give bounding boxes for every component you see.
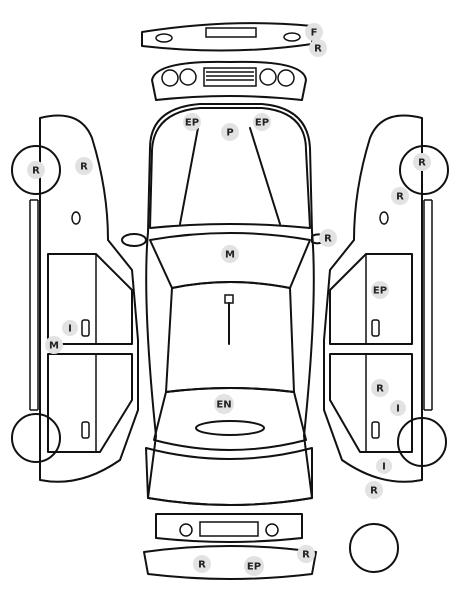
badge-right-rear-door-r[interactable]: R [371, 379, 389, 397]
badge-front-bumper-r[interactable]: R [309, 39, 327, 57]
badge-right-rear-wheel-r[interactable]: R [365, 481, 383, 499]
left-mirror[interactable] [121, 233, 147, 247]
badge-label: R [302, 550, 310, 561]
left-rear-wheel[interactable] [11, 413, 61, 463]
left-front-door[interactable] [47, 253, 133, 345]
badge-label: R [370, 486, 378, 497]
rear-fascia[interactable] [155, 513, 303, 543]
badge-label: EP [255, 118, 269, 129]
badge-rear-bumper-ep[interactable]: EP [244, 556, 264, 576]
front-bumper[interactable] [141, 22, 313, 52]
badge-right-fender-r[interactable]: R [391, 187, 409, 205]
badge-left-front-wheel-r[interactable]: R [27, 161, 45, 179]
badge-label: EP [185, 118, 199, 129]
left-side-body [29, 114, 139, 483]
badge-right-mirror-r[interactable]: R [319, 229, 337, 247]
right-rear-door[interactable] [329, 353, 413, 453]
right-side-body [323, 114, 433, 483]
badge-hood-p[interactable]: P [221, 123, 239, 141]
badge-label: M [225, 250, 235, 261]
roof[interactable] [165, 281, 295, 393]
badge-label: R [80, 162, 88, 173]
badge-label: P [226, 128, 233, 139]
rear-deck[interactable] [145, 447, 313, 506]
front-grille[interactable] [151, 60, 307, 101]
badge-label: I [68, 324, 72, 335]
badge-label: R [198, 560, 206, 571]
car-body-top-view [145, 103, 315, 506]
left-fuel-cap[interactable] [71, 211, 81, 225]
right-front-wheel[interactable] [399, 145, 449, 195]
badge-hood-ep-right[interactable]: EP [253, 113, 271, 131]
badge-label: M [49, 341, 59, 352]
badge-label: EN [216, 400, 231, 411]
badge-front-bumper-f[interactable]: F [305, 23, 323, 41]
badge-trunk-en[interactable]: EN [214, 394, 234, 414]
right-fuel-cap[interactable] [379, 211, 389, 225]
badge-left-sill-m[interactable]: M [45, 336, 63, 354]
hood[interactable] [149, 107, 311, 229]
left-rear-door[interactable] [47, 353, 133, 453]
badge-label: R [324, 234, 332, 245]
badge-label: I [382, 462, 386, 473]
badge-hood-ep-left[interactable]: EP [183, 113, 201, 131]
badge-windshield-m[interactable]: M [221, 245, 239, 263]
badge-rear-bumper-r-right[interactable]: R [297, 545, 315, 563]
badge-label: R [418, 158, 426, 169]
badge-label: I [396, 404, 400, 415]
badge-label: EP [247, 562, 261, 573]
badge-label: R [396, 192, 404, 203]
badge-label: EP [373, 286, 387, 297]
badge-label: R [376, 384, 384, 395]
badge-right-front-wheel-r[interactable]: R [413, 153, 431, 171]
trunk[interactable] [153, 387, 307, 451]
badge-label: R [32, 166, 40, 177]
badge-label: F [311, 28, 318, 39]
badge-right-rear-door-i[interactable]: I [390, 400, 406, 416]
right-rear-wheel[interactable] [397, 417, 447, 467]
badge-rear-bumper-r-left[interactable]: R [193, 555, 211, 573]
badge-right-front-door-ep[interactable]: EP [371, 281, 389, 299]
badge-left-fender-r[interactable]: R [75, 157, 93, 175]
badge-right-rear-quarter-i[interactable]: I [376, 458, 392, 474]
rear-bumper[interactable] [143, 545, 317, 580]
spare-wheel[interactable] [349, 523, 399, 573]
badge-left-front-door-i[interactable]: I [62, 320, 78, 336]
right-front-door[interactable] [329, 253, 413, 345]
badge-label: R [314, 44, 322, 55]
left-front-wheel[interactable] [11, 145, 61, 195]
